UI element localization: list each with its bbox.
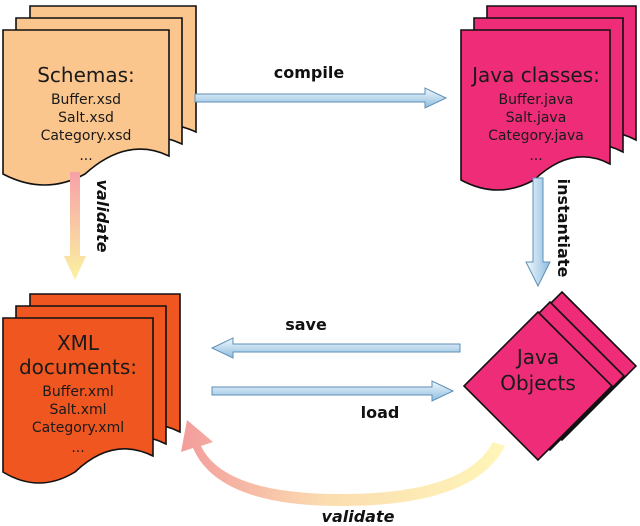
schemas-item-4: ...: [79, 148, 92, 164]
java-objects-title-line2: Objects: [500, 371, 576, 395]
xml-documents-item-1: Buffer.xml: [42, 384, 113, 400]
compile-arrow: [194, 87, 448, 109]
load-label: load: [361, 403, 400, 422]
xml-documents-stack: XML documents: Buffer.xml Salt.xml Categ…: [2, 293, 181, 484]
schemas-item-3: Category.xsd: [41, 128, 132, 144]
schemas-title: Schemas:: [37, 63, 135, 87]
java-classes-item-2: Salt.java: [506, 110, 567, 126]
java-objects-title-line1: Java: [515, 345, 559, 369]
java-classes-document-stack: Java classes: Buffer.java Salt.java Cate…: [460, 5, 637, 191]
instantiate-label: instantiate: [554, 179, 573, 278]
java-classes-title: Java classes:: [470, 63, 600, 87]
java-objects-stack: Java Objects: [462, 290, 638, 462]
save-label: save: [285, 315, 327, 334]
validate-loop-arrow: [181, 420, 505, 506]
save-arrow: [210, 337, 461, 359]
java-classes-item-1: Buffer.java: [499, 92, 574, 108]
load-arrow: [211, 380, 455, 402]
xml-documents-title-line1: XML: [57, 331, 100, 355]
xml-documents-item-4: ...: [71, 440, 84, 456]
xml-documents-page-front: [2, 317, 154, 484]
validate-schema-arrow: [64, 172, 86, 280]
xml-documents-item-3: Category.xml: [32, 420, 124, 436]
java-classes-item-3: Category.java: [488, 128, 584, 144]
schemas-document-stack: Schemas: Buffer.xsd Salt.xsd Category.xs…: [2, 5, 197, 186]
xml-documents-item-2: Salt.xml: [49, 402, 106, 418]
xml-documents-title-line2: documents:: [19, 355, 137, 379]
validate-loop-label: validate: [322, 507, 395, 526]
schemas-item-2: Salt.xsd: [58, 110, 114, 126]
compile-label: compile: [274, 63, 345, 82]
java-objects-diamond-front: [462, 310, 614, 462]
instantiate-arrow: [525, 177, 551, 288]
schemas-item-1: Buffer.xsd: [51, 92, 121, 108]
java-classes-item-4: ...: [529, 148, 542, 164]
validate-schema-label: validate: [93, 180, 112, 253]
schemas-page-front: [2, 29, 170, 186]
